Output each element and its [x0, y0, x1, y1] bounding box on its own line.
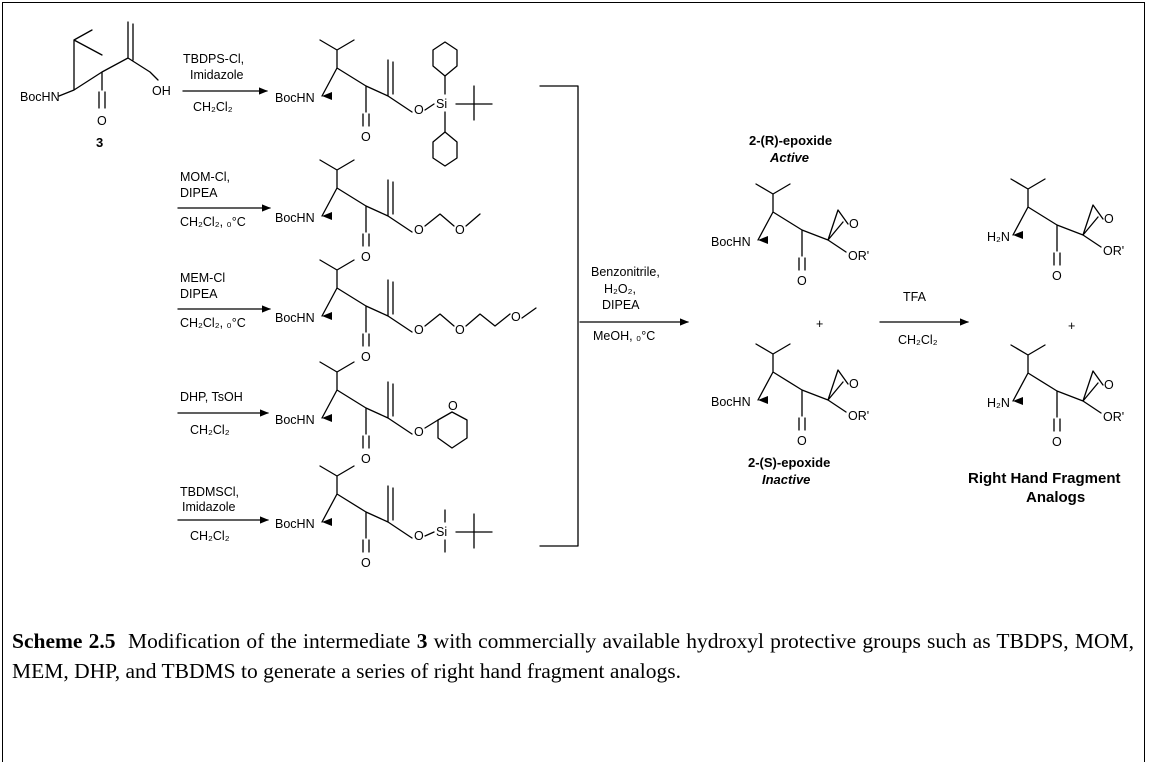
- amine-r-or: OR': [1103, 244, 1124, 258]
- epoxide-s: BocHN O O OR' 2-(S)-epoxide Inactive: [711, 343, 869, 487]
- reaction-epoxidation: Benzonitrile, H₂O₂, DIPEA MeOH, ₀°C: [579, 265, 689, 343]
- amine-s-or: OR': [1103, 410, 1124, 424]
- products-bracket: [539, 85, 579, 547]
- mom-reagent: MOM-Cl,: [180, 170, 230, 184]
- deprot-reagent: TFA: [903, 290, 927, 304]
- epox-reagent: Benzonitrile,: [591, 265, 660, 279]
- amine-s-nh2: H₂N: [987, 396, 1010, 410]
- mem-base: DIPEA: [180, 287, 218, 301]
- caption-text-b: with commercially available hydroxyl pro…: [12, 629, 1135, 683]
- reaction-mem: MEM-Cl DIPEA CH₂Cl₂, ₀°C: [177, 271, 271, 330]
- epoxide-r-activity: Active: [769, 150, 809, 165]
- reaction-scheme: BocHN O OH 3 TBDPS-Cl, Imidazole CH₂Cl₂ …: [20, 21, 1124, 570]
- tbdps-base: Imidazole: [190, 68, 244, 82]
- epox-base: DIPEA: [602, 298, 640, 312]
- amine-s-epoxide-o: O: [1104, 378, 1114, 392]
- final-label-line1: Right Hand Fragment: [968, 470, 1121, 487]
- product-mem-ether-o3: O: [511, 310, 521, 324]
- epoxide-s-activity: Inactive: [762, 472, 810, 487]
- reaction-tbdps: TBDPS-Cl, Imidazole CH₂Cl₂: [182, 52, 268, 114]
- amine-r-epoxide-o: O: [1104, 212, 1114, 226]
- product-mom: BocHN O O O: [275, 159, 481, 264]
- epoxide-r-or: OR': [848, 249, 869, 263]
- reaction-mom: MOM-Cl, DIPEA CH₂Cl₂, ₀°C: [177, 170, 271, 229]
- product-thp: BocHN O O O: [275, 361, 468, 466]
- product-tbdms-si: Si: [436, 525, 447, 539]
- epoxide-r-epoxide-o: O: [849, 217, 859, 231]
- product-tbdps-ether-o: O: [414, 103, 424, 117]
- amine-r-carbonyl-o: O: [1052, 269, 1062, 283]
- scheme-caption: Scheme 2.5 Modification of the intermedi…: [12, 626, 1134, 686]
- product-mem-boc: BocHN: [275, 311, 315, 325]
- caption-label: Scheme 2.5: [12, 629, 116, 653]
- amine-s: H₂N O O OR': [987, 344, 1124, 449]
- amine-r: H₂N O O OR': [987, 178, 1124, 283]
- product-tbdms-ether-o: O: [414, 529, 424, 543]
- deprot-solvent: CH₂Cl₂: [898, 333, 938, 347]
- mom-base: DIPEA: [180, 186, 218, 200]
- tbdps-solvent: CH₂Cl₂: [193, 100, 233, 114]
- epoxide-r: 2-(R)-epoxide Active BocHN O O OR': [711, 133, 869, 288]
- epoxide-r-carbonyl-o: O: [797, 274, 807, 288]
- dhp-solvent: CH₂Cl₂: [190, 423, 230, 437]
- epoxide-s-carbonyl-o: O: [797, 434, 807, 448]
- product-mom-carbonyl-o: O: [361, 250, 371, 264]
- reaction-tbdms: TBDMSCl, Imidazole CH₂Cl₂: [177, 485, 269, 543]
- product-mom-ether-o2: O: [455, 223, 465, 237]
- product-tbdms: BocHN O O Si: [275, 465, 493, 570]
- mem-solvent: CH₂Cl₂, ₀°C: [180, 316, 246, 330]
- tbdps-reagent: TBDPS-Cl,: [183, 52, 244, 66]
- product-thp-ether-o: O: [414, 425, 424, 439]
- product-tbdms-carbonyl-o: O: [361, 556, 371, 570]
- epoxide-r-boc: BocHN: [711, 235, 751, 249]
- epoxide-r-label: 2-(R)-epoxide: [749, 133, 832, 148]
- compound-3-number: 3: [96, 135, 103, 150]
- plus-sign-2: +: [1068, 319, 1075, 333]
- compound-3-boc-label: BocHN: [20, 90, 60, 104]
- compound-3-carbonyl-o: O: [97, 114, 107, 128]
- amine-s-carbonyl-o: O: [1052, 435, 1062, 449]
- epoxide-s-boc: BocHN: [711, 395, 751, 409]
- compound-3-hydroxyl: OH: [152, 84, 171, 98]
- product-tbdps-si: Si: [436, 97, 447, 111]
- reaction-dhp: DHP, TsOH CH₂Cl₂: [177, 390, 269, 437]
- product-mem-carbonyl-o: O: [361, 350, 371, 364]
- product-tbdms-boc: BocHN: [275, 517, 315, 531]
- mom-solvent: CH₂Cl₂, ₀°C: [180, 215, 246, 229]
- product-tbdps: BocHN O O Si: [275, 39, 493, 167]
- product-mem: BocHN O O O O: [275, 259, 537, 364]
- product-tbdps-carbonyl-o: O: [361, 130, 371, 144]
- dhp-reagent: DHP, TsOH: [180, 390, 243, 404]
- product-mom-boc: BocHN: [275, 211, 315, 225]
- epox-oxidant: H₂O₂,: [604, 282, 636, 296]
- epoxide-s-epoxide-o: O: [849, 377, 859, 391]
- final-label-line2: Analogs: [1026, 489, 1085, 506]
- tbdms-reagent: TBDMSCl,: [180, 485, 239, 499]
- caption-compound: 3: [416, 629, 428, 653]
- tbdms-solvent: CH₂Cl₂: [190, 529, 230, 543]
- plus-sign-1: +: [816, 317, 823, 331]
- product-thp-ring-o: O: [448, 399, 458, 413]
- caption-text-a: Modification of the intermediate: [127, 629, 411, 653]
- compound-3: BocHN O OH 3: [20, 21, 171, 150]
- epox-solvent: MeOH, ₀°C: [593, 329, 655, 343]
- product-thp-boc: BocHN: [275, 413, 315, 427]
- mem-reagent: MEM-Cl: [180, 271, 225, 285]
- product-mom-ether-o: O: [414, 223, 424, 237]
- epoxide-s-label: 2-(S)-epoxide: [748, 455, 830, 470]
- epoxide-s-or: OR': [848, 409, 869, 423]
- product-thp-carbonyl-o: O: [361, 452, 371, 466]
- amine-r-nh2: H₂N: [987, 230, 1010, 244]
- product-tbdps-boc: BocHN: [275, 91, 315, 105]
- reaction-deprotection: TFA CH₂Cl₂: [879, 290, 969, 347]
- product-mem-ether-o2: O: [455, 323, 465, 337]
- product-mem-ether-o: O: [414, 323, 424, 337]
- tbdms-base: Imidazole: [182, 500, 236, 514]
